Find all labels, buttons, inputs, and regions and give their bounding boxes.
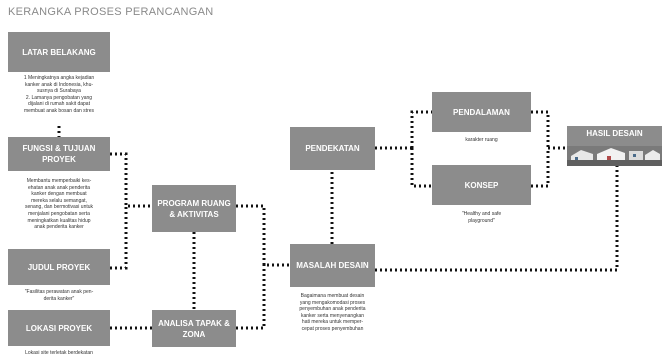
node-masalah-desain: MASALAH DESAIN	[290, 244, 375, 287]
note-judul-proyek: "Fasilitas perawatan anak pen- derita ka…	[4, 289, 114, 302]
connector-fungsi-program	[110, 152, 152, 208]
note-line: menjalani pengobatan serta	[28, 210, 90, 217]
node-program-ruang: PROGRAM RUANG & AKTIVITAS	[152, 185, 236, 232]
note-konsep: "Healthy and safe playground"	[432, 211, 531, 224]
node-latar-belakang: LATAR BELAKANG	[8, 32, 110, 72]
note-line: kanker dengan membuat	[31, 191, 87, 198]
connector-from-pendalaman	[531, 110, 550, 148]
note-line: karakter ruang	[465, 137, 498, 143]
node-hasil-desain-label: HASIL DESAIN	[586, 129, 643, 138]
note-pendalaman: karakter ruang	[432, 137, 531, 144]
note-line: derita kanker"	[43, 295, 75, 302]
note-line: "Fasilitas perawatan anak pen-	[24, 289, 94, 295]
note-line: ehatan anak anak penderita	[28, 184, 90, 191]
note-line: Lokasi site terletak berdekatan	[25, 350, 93, 356]
note-line: anak penderita kanker	[34, 224, 84, 231]
note-line: 2. Lamanya pengobatan yang	[25, 94, 93, 101]
note-line: susnya di Surabaya	[37, 88, 81, 95]
note-line: penyembuhan anak penderita	[299, 306, 366, 313]
note-line: playground"	[468, 217, 495, 224]
note-line: membuat anak bosan dan stres	[23, 107, 95, 114]
node-fungsi-tujuan: FUNGSI & TUJUAN PROYEK	[8, 137, 110, 171]
connector-analisa-masalah	[236, 265, 266, 330]
page-title: KERANGKA PROSES PERANCANGAN	[8, 6, 214, 18]
connector-to-pendalaman	[410, 110, 432, 148]
node-konsep: KONSEP	[432, 165, 531, 205]
node-label: PROGRAM RUANG & AKTIVITAS	[157, 198, 231, 219]
node-label: MASALAH DESAIN	[296, 261, 369, 270]
node-analisa-tapak: ANALISA TAPAK & ZONA	[152, 310, 236, 347]
connector-masalah-hasil	[375, 166, 619, 272]
node-label: LOKASI PROYEK	[25, 323, 93, 333]
note-line: kanker anak di Indonesia, khu-	[24, 81, 94, 88]
node-label: PENDEKATAN	[305, 144, 360, 153]
node-label: PENDALAMAN	[453, 107, 510, 117]
building-render-image	[567, 126, 662, 166]
note-fungsi-tujuan: Membantu memperbaiki kes- ehatan anak an…	[4, 178, 114, 231]
note-latar-belakang: 1 Meningkatnya angka kejadian kanker ana…	[4, 75, 114, 115]
note-line: hati mereka untuk memper-	[301, 319, 364, 326]
connector-program-masalah	[236, 204, 290, 267]
note-line: kanker serta menyenangkan	[300, 312, 365, 319]
connector-to-konsep	[410, 148, 432, 188]
note-line: 1 Meningkatnya angka kejadian	[23, 75, 95, 81]
note-line: yang mengakomodasi proses	[299, 299, 366, 306]
note-line: cepat proses penyembuhan	[301, 325, 364, 332]
node-label: ANALISA TAPAK & ZONA	[158, 318, 230, 339]
note-line: Bagaimana membuat desain	[300, 293, 365, 299]
node-label: JUDUL PROYEK	[27, 262, 91, 272]
node-label: LATAR BELAKANG	[22, 47, 96, 57]
note-line: dijalani di rumah sakit dapat	[28, 101, 90, 108]
note-line: "Healthy and safe	[461, 211, 502, 217]
node-pendalaman: PENDALAMAN	[432, 92, 531, 132]
note-line: Membantu memperbaiki kes-	[26, 178, 92, 184]
note-lokasi-proyek: Lokasi site terletak berdekatan	[4, 350, 114, 357]
node-judul-proyek: JUDUL PROYEK	[8, 249, 110, 285]
node-label: FUNGSI & TUJUAN PROYEK	[22, 144, 96, 164]
hasil-desain-render-image	[567, 126, 662, 166]
node-pendekatan: PENDEKATAN	[290, 127, 375, 170]
node-lokasi-proyek: LOKASI PROYEK	[8, 310, 110, 346]
connector-from-konsep	[531, 148, 550, 188]
node-label: KONSEP	[464, 180, 499, 190]
note-line: senang, dan bermotivasi untuk	[24, 204, 94, 211]
connector-judul-program	[110, 206, 128, 270]
note-line: meningkatkan kualitas hidup	[27, 217, 91, 224]
note-line: mereka selalu semangat,	[31, 197, 87, 204]
note-masalah-desain: Bagaimana membuat desain yang mengakomod…	[282, 293, 383, 333]
